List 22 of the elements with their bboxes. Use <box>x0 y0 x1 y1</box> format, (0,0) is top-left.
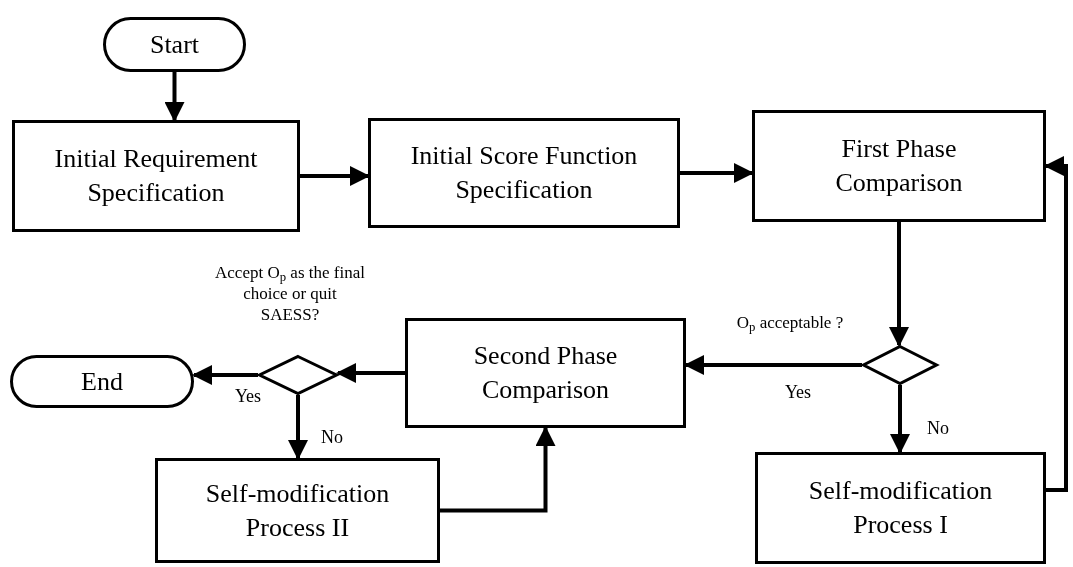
arrow <box>336 363 405 383</box>
arrow <box>889 222 909 347</box>
terminal-box: End <box>10 355 194 408</box>
arrow <box>680 163 754 183</box>
process-box: Second Phase Comparison <box>405 318 686 428</box>
arrow <box>164 72 185 122</box>
decision-diamond <box>862 345 938 385</box>
terminal-box: Start <box>103 17 246 72</box>
process-box: Self-modification Process I <box>755 452 1046 564</box>
arrow <box>1044 156 1068 492</box>
process-box: Self-modification Process II <box>155 458 440 563</box>
process-box: Initial Requirement Specification <box>12 120 300 232</box>
arrow <box>288 395 308 460</box>
arrow <box>192 365 258 385</box>
arrow <box>300 166 370 186</box>
process-box: Initial Score Function Specification <box>368 118 680 228</box>
decision-question: Accept O$_{p}$ as the final choice or quit SAESS? <box>214 262 366 325</box>
arrow <box>440 426 556 513</box>
arrow <box>684 355 862 375</box>
decision-question: O$_{p}$ acceptable ? <box>735 312 845 333</box>
arrow <box>890 385 910 454</box>
process-box: First Phase Comparison <box>752 110 1046 222</box>
